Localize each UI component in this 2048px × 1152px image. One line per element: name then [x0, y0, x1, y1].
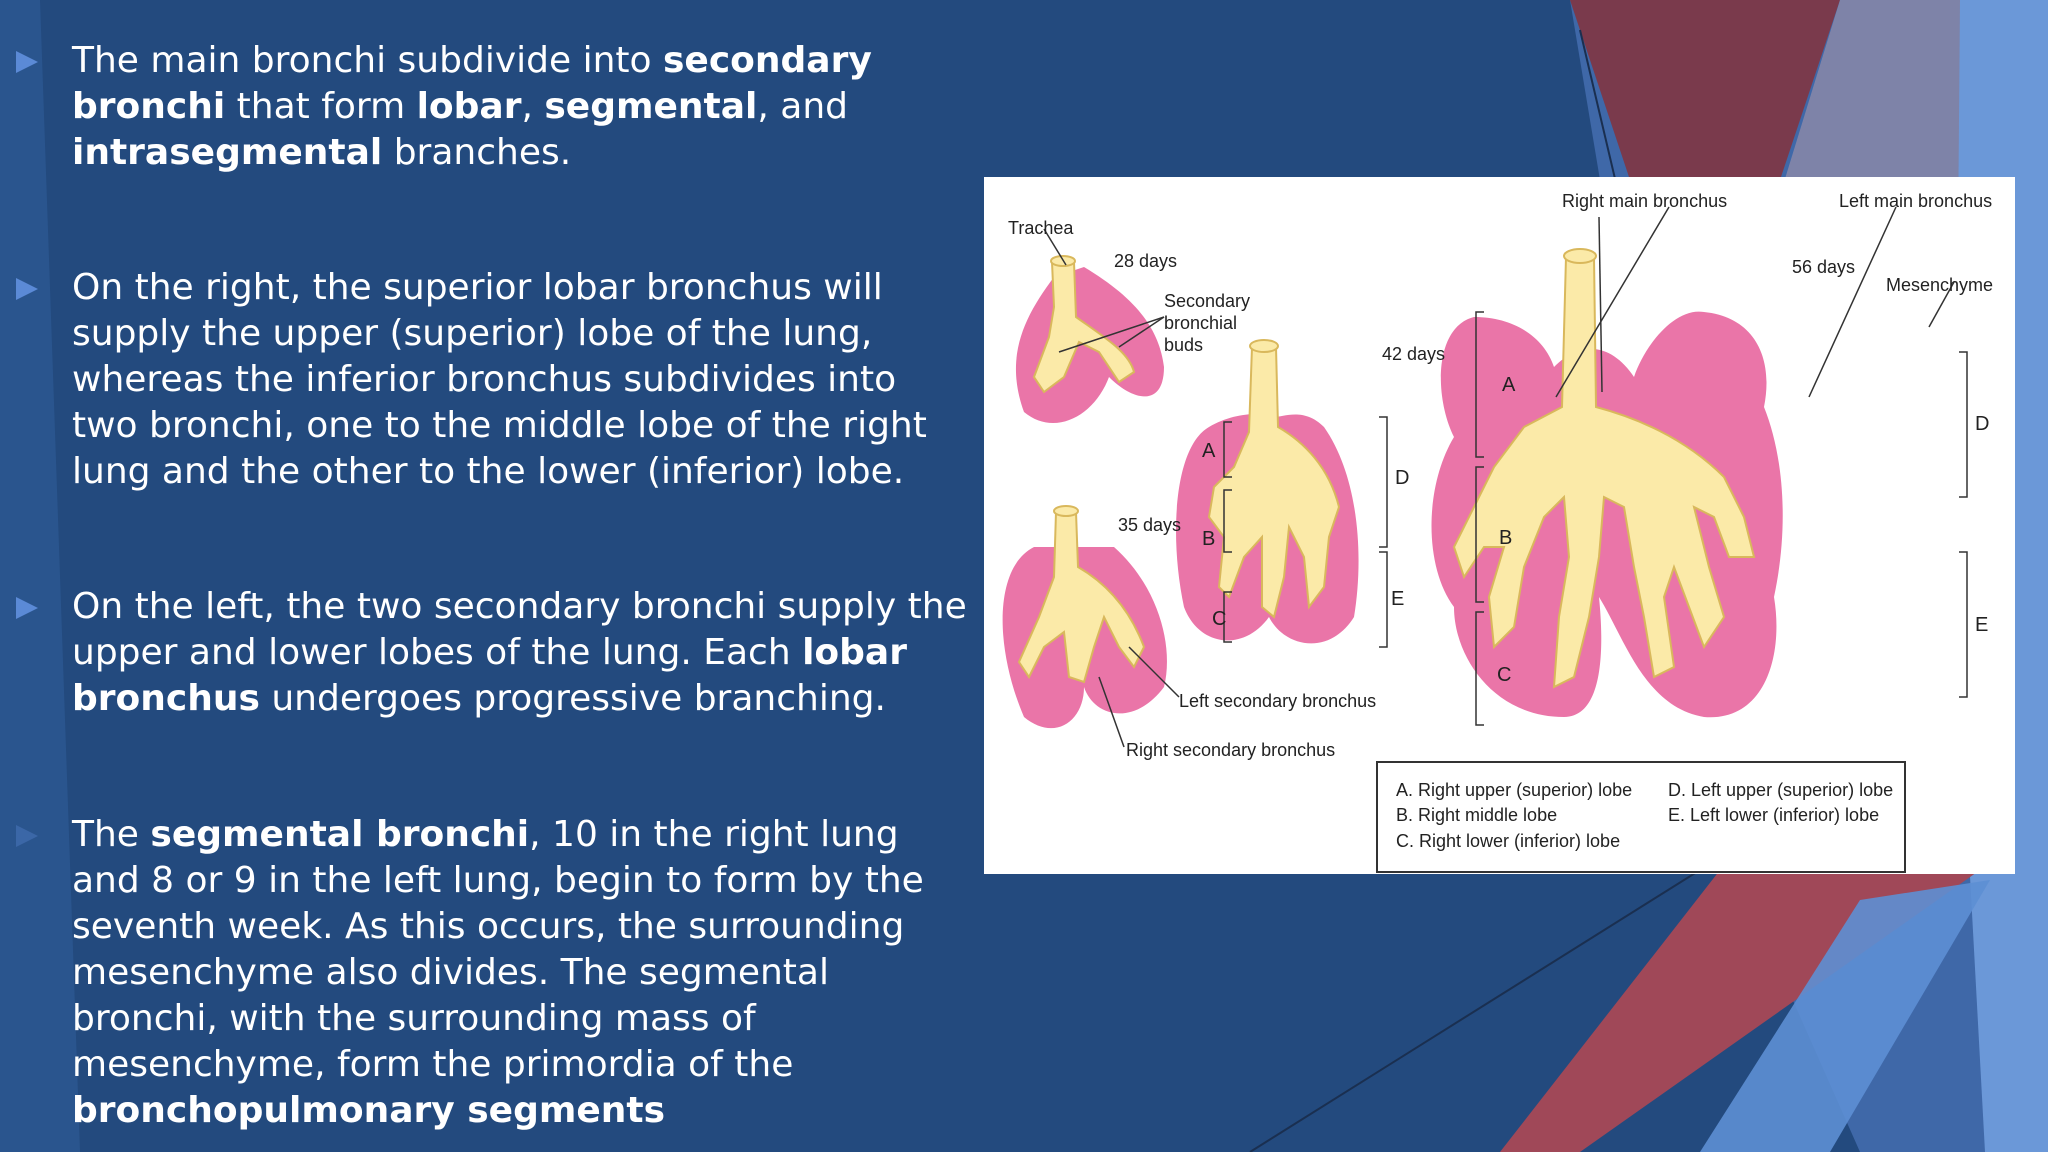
secondary-buds-label-1: Secondary	[1164, 291, 1250, 311]
bullet-text: , and	[757, 86, 848, 127]
bold-term: bronchopulmonary segments	[72, 1090, 666, 1131]
lung-diagram: Trachea 28 days Secondary bronchial buds…	[1002, 191, 1993, 873]
days-56-label: 56 days	[1792, 257, 1855, 277]
lung-bud-28-days	[1015, 255, 1164, 424]
bullet-text: ,	[521, 86, 545, 127]
days-28-label: 28 days	[1114, 251, 1177, 271]
lobe-B-label: B	[1202, 528, 1215, 550]
legend-item-d: D. Left upper (superior) lobe	[1668, 780, 1893, 800]
secondary-buds-label-3: buds	[1164, 335, 1203, 355]
figure-legend: A. Right upper (superior) lobe B. Right …	[1376, 761, 1906, 873]
bullet-arrow-icon	[16, 278, 38, 300]
legend-item-b: B. Right middle lobe	[1396, 805, 1557, 825]
bullet-text: The	[72, 814, 151, 855]
lobe-E-label-56: E	[1975, 614, 1988, 636]
bullet-arrow-icon	[16, 51, 38, 73]
mesenchyme-label: Mesenchyme	[1886, 275, 1993, 295]
lobe-A-label: A	[1202, 440, 1216, 462]
legend-item-e: E. Left lower (inferior) lobe	[1668, 805, 1879, 825]
secondary-buds-label-2: bronchial	[1164, 313, 1237, 333]
left-secondary-bronchus-label: Left secondary bronchus	[1179, 691, 1376, 711]
bullet-text: On the right, the superior lobar bronchu…	[72, 267, 927, 492]
bullet-text: The main bronchi subdivide into	[72, 40, 663, 81]
bullet-arrow-icon	[16, 825, 38, 847]
lobe-brackets	[1223, 311, 1968, 726]
bullet-1: The main bronchi subdivide into secondar…	[72, 38, 872, 176]
bullet-text: On the left, the two secondary bronchi s…	[72, 586, 967, 673]
lobe-D-label: D	[1395, 467, 1409, 489]
bold-term: intrasegmental	[72, 132, 383, 173]
lobe-C-label: C	[1212, 608, 1226, 630]
days-35-label: 35 days	[1118, 515, 1181, 535]
bold-term: segmental	[544, 86, 758, 127]
right-main-bronchus-label: Right main bronchus	[1562, 191, 1727, 211]
lobe-E-label: E	[1391, 588, 1404, 610]
lung-bud-42-days	[1176, 339, 1359, 644]
leader-lines	[1043, 206, 1955, 748]
bullet-text: branches.	[382, 132, 572, 173]
days-42-label: 42 days	[1382, 344, 1445, 364]
legend-item-a: A. Right upper (superior) lobe	[1396, 780, 1632, 800]
bold-term: secondary bronchi	[72, 40, 872, 127]
left-main-bronchus-label: Left main bronchus	[1839, 191, 1992, 211]
bullet-2: On the right, the superior lobar bronchu…	[72, 265, 972, 495]
lobe-D-label-56: D	[1975, 413, 1989, 435]
lung-development-figure: Trachea 28 days Secondary bronchial buds…	[984, 177, 2015, 874]
bold-term: lobar bronchus	[72, 632, 907, 719]
bold-term: lobar	[416, 86, 522, 127]
bullet-text: , 10 in the right lung and 8 or 9 in the…	[72, 814, 924, 1085]
lobe-B-label-56: B	[1499, 527, 1512, 549]
legend-item-c: C. Right lower (inferior) lobe	[1396, 831, 1620, 851]
right-secondary-bronchus-label: Right secondary bronchus	[1126, 740, 1335, 760]
lung-bud-56-days	[1431, 248, 1783, 718]
lung-bud-35-days	[1002, 505, 1167, 729]
bold-term: segmental bronchi	[150, 814, 530, 855]
trachea-label: Trachea	[1008, 218, 1074, 238]
bullet-arrow-icon	[16, 597, 38, 619]
bullet-text: that form	[225, 86, 417, 127]
bullet-3: On the left, the two secondary bronchi s…	[72, 584, 972, 722]
bullet-text: undergoes progressive branching.	[259, 678, 886, 719]
lobe-C-label-56: C	[1497, 664, 1511, 686]
lobe-A-label-56: A	[1502, 374, 1516, 396]
bullet-4: The segmental bronchi, 10 in the right l…	[72, 812, 972, 1134]
